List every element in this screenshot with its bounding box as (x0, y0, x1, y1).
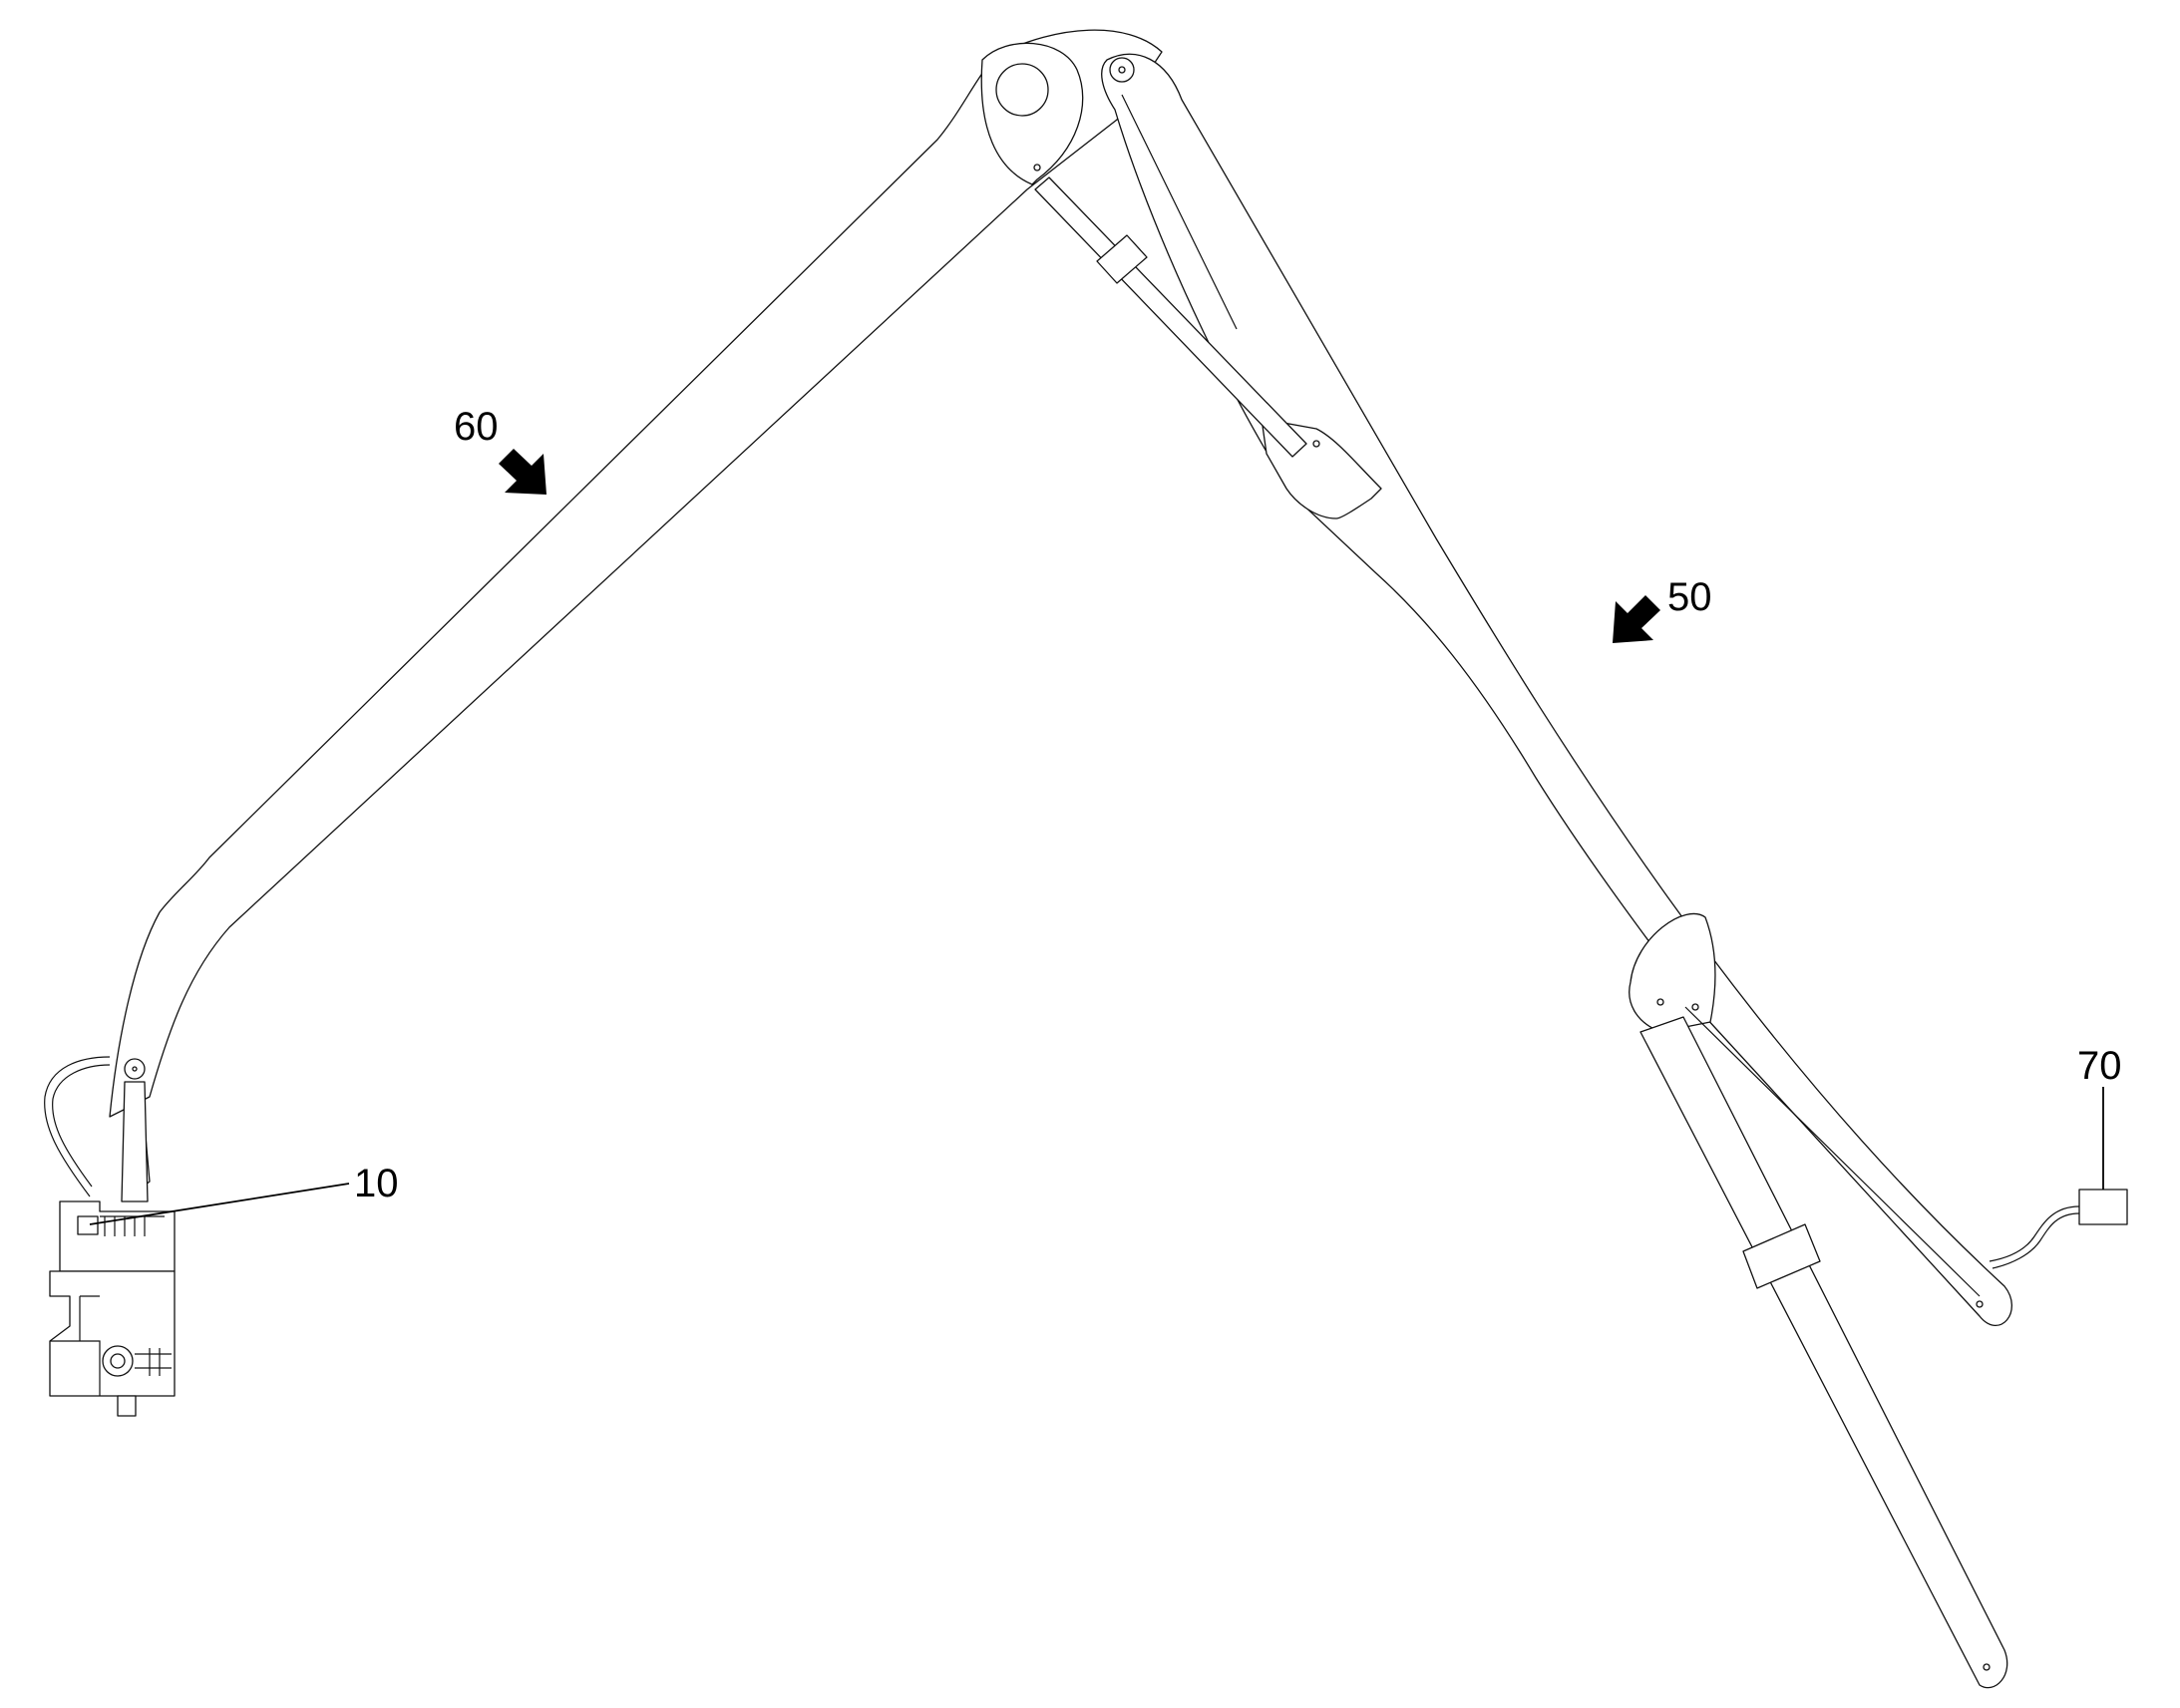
base-sensor-box (77, 1215, 99, 1235)
arrow-arm (1613, 595, 1660, 643)
lower-cylinder-collar (1742, 1223, 1821, 1289)
control-box (1989, 1189, 2128, 1269)
label-base: 10 (354, 1162, 399, 1205)
label-boom: 60 (454, 405, 499, 449)
boom (109, 29, 1163, 1118)
lower-hydraulic-cylinder (1639, 1016, 2008, 1689)
arm-lower-bracket (1629, 912, 1716, 1033)
upper-hydraulic-cylinder (1034, 94, 1307, 458)
arm (1101, 53, 2012, 1327)
boom-knuckle-plate (980, 42, 1084, 185)
leader-base (89, 1183, 350, 1225)
knuckle-pin-small (1033, 164, 1041, 171)
control-box-rect (2078, 1189, 2128, 1225)
knuckle-pin-large (995, 63, 1049, 117)
arrow-boom (499, 449, 546, 495)
lower-link (1684, 1006, 1984, 1308)
label-arm: 50 (1667, 575, 1712, 619)
upper-cylinder-collar (1096, 234, 1148, 284)
base-unit (44, 1056, 176, 1417)
label-box: 70 (2077, 1044, 2122, 1088)
